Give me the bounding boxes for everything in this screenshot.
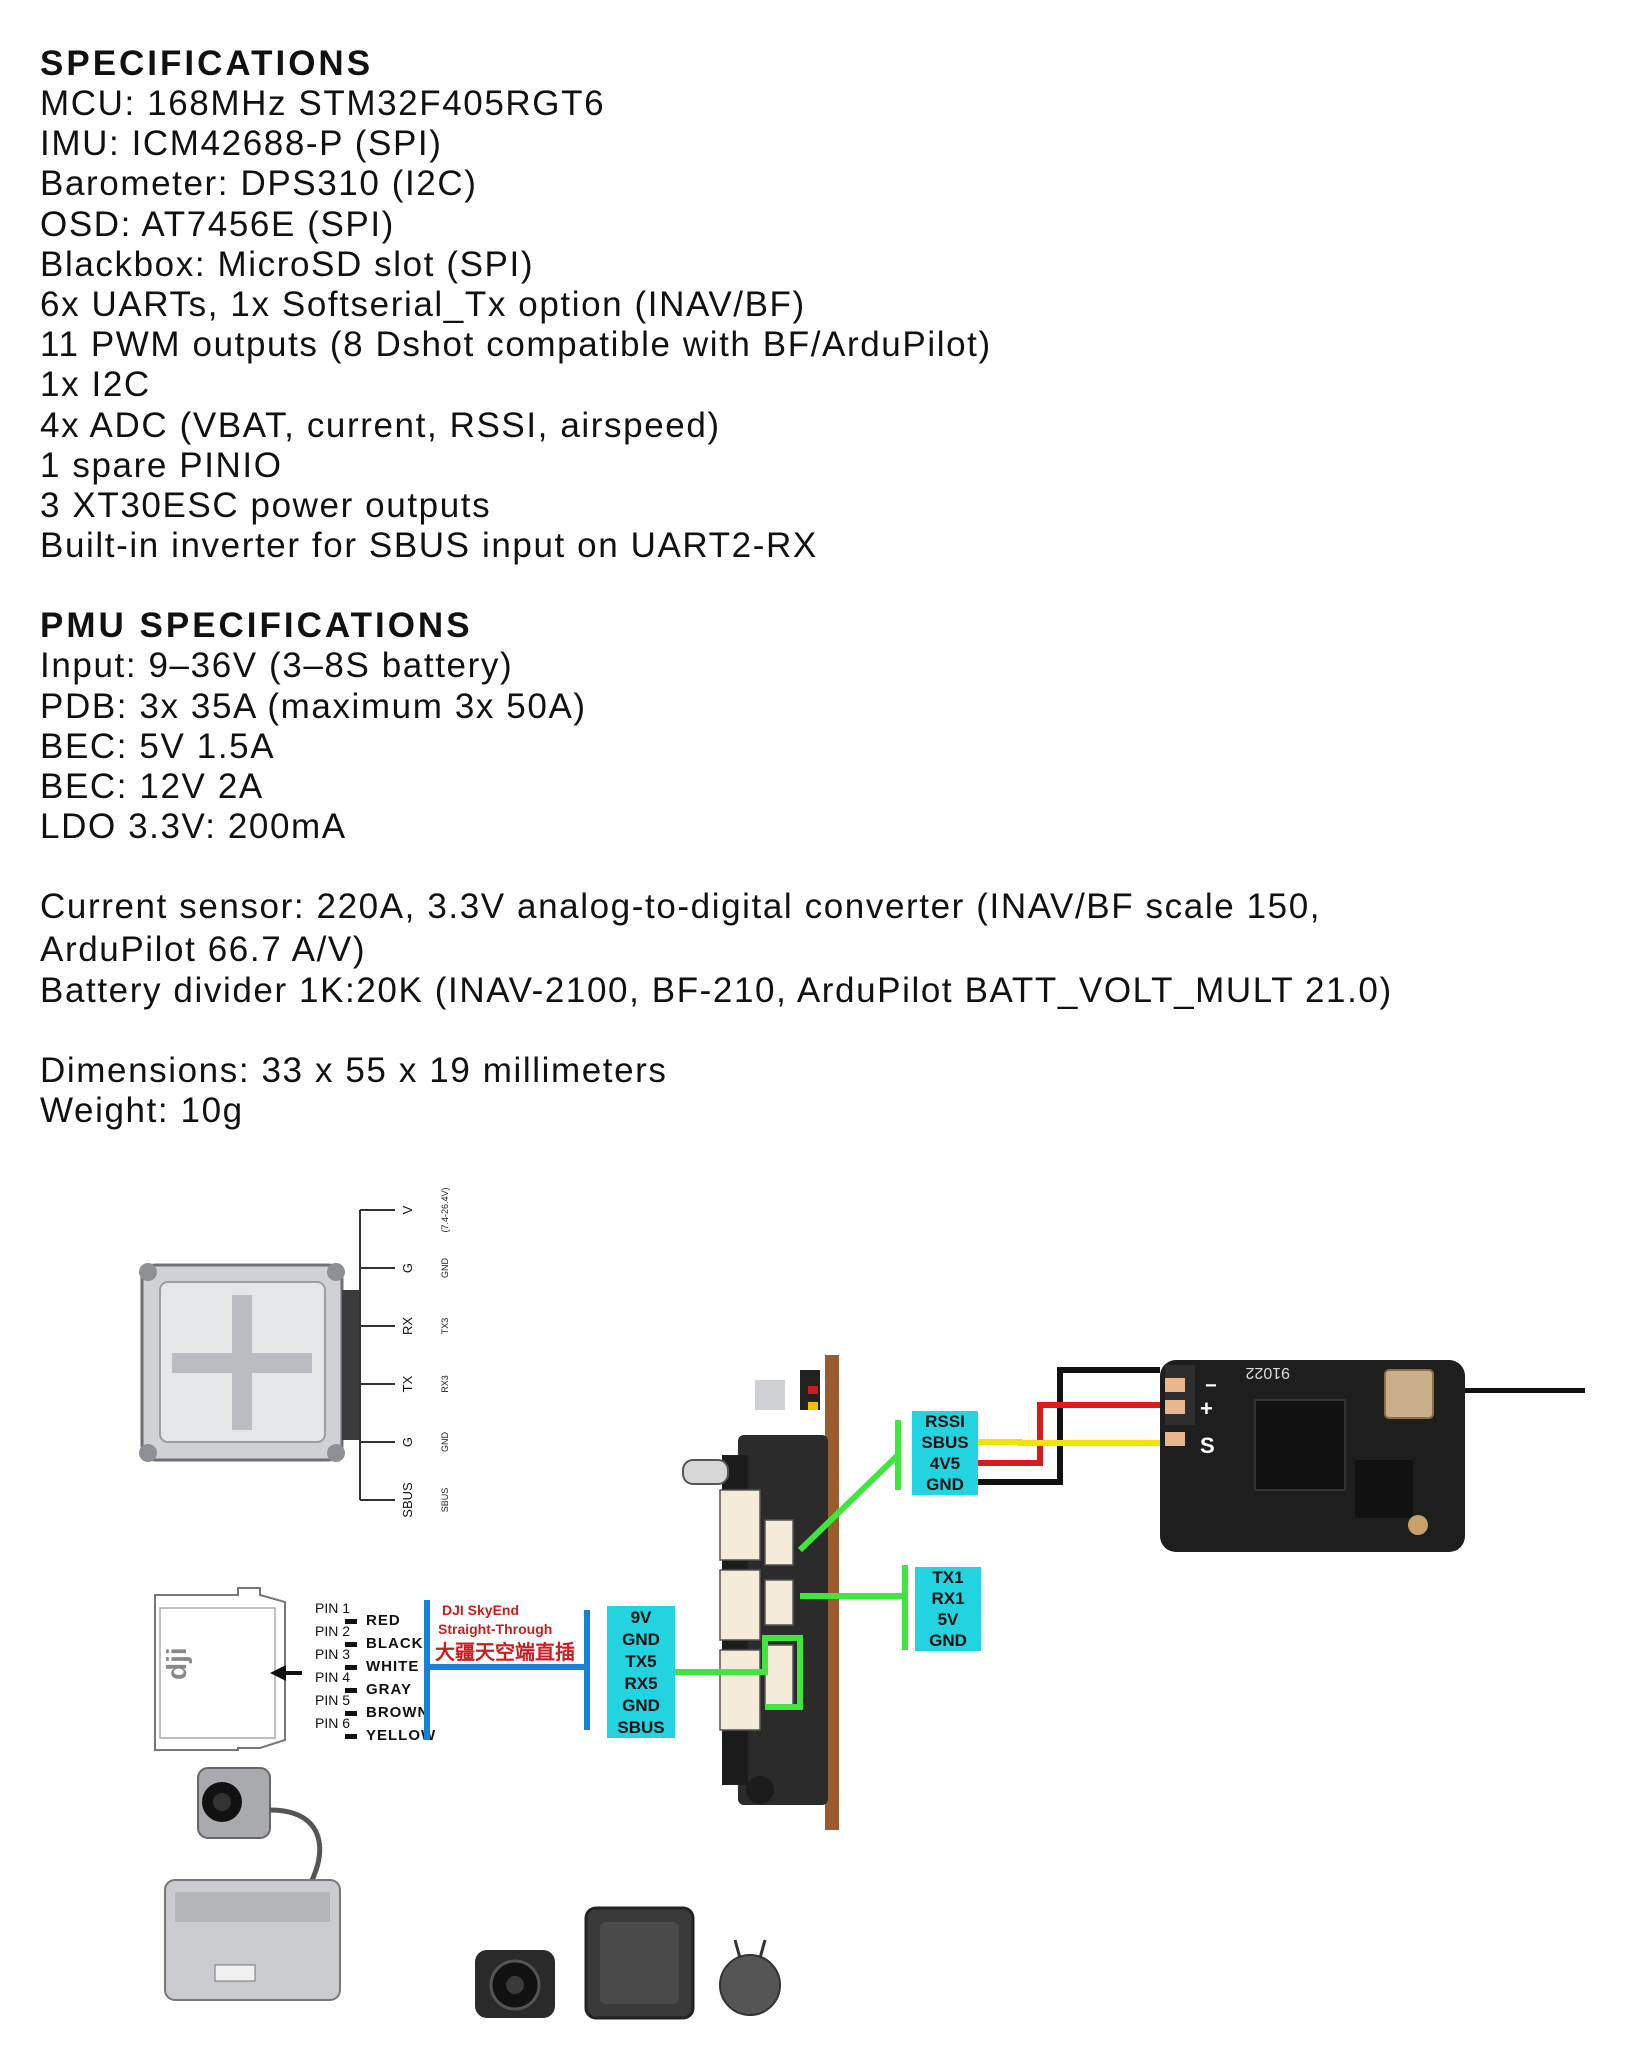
dji-pin-color: YELLOW: [366, 1727, 436, 1744]
specifications-heading: SPECIFICATIONS: [40, 44, 374, 83]
receiver-pad: GND: [926, 1475, 964, 1494]
pmu-line: LDO 3.3V: 200mA: [40, 807, 347, 847]
uart5-pad: GND: [622, 1696, 660, 1715]
vtx-module-image: [139, 1263, 360, 1462]
vtx-pin-label: V: [400, 1205, 415, 1214]
vtx-pin-bracket: [359, 1209, 395, 1501]
uart1-pad: RX1: [931, 1589, 964, 1608]
svg-text:dji: dji: [161, 1647, 192, 1680]
dji-chinese-label: 大疆天空端直插: [435, 1640, 575, 1664]
antenna-image: [719, 1939, 781, 2016]
dji-blue-wiring: [424, 1600, 590, 1740]
dji-pin-number: PIN 5: [315, 1692, 350, 1708]
dji-air-unit-image: dji: [154, 1587, 302, 1751]
receiver-board-image: 91022: [1160, 1360, 1585, 1552]
vtx-pin-sublabel: (7.4-26.4V): [440, 1187, 450, 1232]
uart1-pad-block: TX1 RX1 5V GND: [915, 1567, 981, 1651]
uart5-pad: SBUS: [617, 1718, 664, 1737]
pmu-line: BEC: 12V 2A: [40, 767, 264, 807]
uart1-pad: 5V: [938, 1610, 959, 1629]
battery-divider-line: Battery divider 1K:20K (INAV-2100, BF-21…: [40, 970, 1393, 1010]
vtx-pin-sublabel: RX3: [440, 1375, 450, 1393]
dji-pin-number: PIN 4: [315, 1669, 350, 1685]
spec-line: 1x I2C: [40, 365, 151, 405]
vtx-pin-sublabel: TX3: [440, 1318, 450, 1335]
spec-line: OSD: AT7456E (SPI): [40, 204, 395, 244]
receiver-marking: 91022: [1245, 1364, 1290, 1381]
dji-pin-number: PIN 1: [315, 1600, 350, 1616]
receiver-pin-minus: −: [1205, 1375, 1217, 1397]
vtx-pin-label: G: [400, 1437, 415, 1447]
uart1-pad: TX1: [932, 1568, 963, 1587]
camera-with-cable-image: [164, 1767, 341, 2001]
pmu-specifications-heading: PMU SPECIFICATIONS: [40, 606, 473, 646]
current-sensor-line-2: ArduPilot 66.7 A/V): [40, 930, 367, 970]
spec-line: 1 spare PINIO: [40, 445, 283, 485]
dimensions-line: Dimensions: 33 x 55 x 19 millimeters: [40, 1050, 668, 1090]
current-sensor-line: Current sensor: 220A, 3.3V analog-to-dig…: [40, 887, 1322, 927]
flight-controller-image: [682, 1355, 839, 1830]
dji-pin-color: WHITE: [366, 1658, 419, 1675]
vtx-pin-sublabel: SBUS: [440, 1488, 450, 1513]
vtx-pin-label: RX: [400, 1317, 415, 1335]
uart5-pad: RX5: [624, 1674, 657, 1693]
dji-pin-number: PIN 6: [315, 1715, 350, 1731]
mini-camera-image: [475, 1950, 555, 2018]
spec-line: 11 PWM outputs (8 Dshot compatible with …: [40, 325, 992, 365]
dji-pin-color: RED: [366, 1612, 401, 1629]
vtx-pin-sublabel: GND: [440, 1258, 450, 1279]
vtx-pin-label: G: [400, 1263, 415, 1273]
receiver-pad: 4V5: [930, 1454, 960, 1473]
spec-line: Blackbox: MicroSD slot (SPI): [40, 244, 535, 284]
pmu-line: BEC: 5V 1.5A: [40, 726, 276, 766]
vtx-pin-label: TX: [400, 1375, 415, 1392]
spec-sheet: SPECIFICATIONS MCU: 168MHz STM32F405RGT6…: [40, 44, 1580, 1131]
uart5-pad: TX5: [625, 1652, 656, 1671]
receiver-pin-plus: +: [1200, 1396, 1213, 1421]
receiver-pin-signal: S: [1200, 1433, 1215, 1458]
uart5-pad: GND: [622, 1630, 660, 1649]
spec-line: MCU: 168MHz STM32F405RGT6: [40, 84, 606, 123]
dji-skyend-label: DJI SkyEnd: [442, 1602, 519, 1618]
pmu-line: Input: 9–36V (3–8S battery): [40, 646, 514, 686]
vtx-pin-labels: V (7.4-26.4V) G GND RX TX3 TX RX3 G GND …: [400, 1187, 450, 1517]
receiver-pad-block: RSSI SBUS 4V5 GND: [912, 1411, 978, 1495]
spec-line: 4x ADC (VBAT, current, RSSI, airspeed): [40, 405, 721, 445]
dji-pin-number: PIN 2: [315, 1623, 350, 1639]
pmu-line: PDB: 3x 35A (maximum 3x 50A): [40, 686, 587, 726]
receiver-pad: SBUS: [921, 1433, 968, 1452]
dji-pin-list: PIN 1 RED PIN 2 BLACK PIN 3 WHITE PIN 4 …: [315, 1600, 436, 1744]
spec-line: IMU: ICM42688-P (SPI): [40, 124, 443, 164]
dji-pin-color: BROWN: [366, 1704, 429, 1721]
uart1-pad: GND: [929, 1631, 967, 1650]
green-wiring: [675, 1420, 908, 1710]
uart5-pad-block: 9V GND TX5 RX5 GND SBUS: [607, 1606, 675, 1738]
vtx-pin-label: SBUS: [400, 1482, 415, 1518]
wiring-diagram: V (7.4-26.4V) G GND RX TX3 TX RX3 G GND …: [0, 1170, 1629, 2048]
uart5-pad: 9V: [631, 1608, 652, 1627]
spec-line: 6x UARTs, 1x Softserial_Tx option (INAV/…: [40, 285, 806, 325]
receiver-pad: RSSI: [925, 1412, 965, 1431]
weight-line: Weight: 10g: [40, 1091, 244, 1131]
vtx-unit-image: [584, 1906, 695, 2020]
vtx-pin-sublabel: GND: [440, 1432, 450, 1453]
receiver-wires: [978, 1367, 1160, 1485]
spec-line: Barometer: DPS310 (I2C): [40, 164, 478, 204]
spec-line: 3 XT30ESC power outputs: [40, 486, 492, 526]
dji-pin-number: PIN 3: [315, 1646, 350, 1662]
spec-line: Built-in inverter for SBUS input on UART…: [40, 526, 818, 566]
dji-pin-color: BLACK: [366, 1635, 424, 1652]
dji-straight-through-label: Straight-Through: [438, 1621, 552, 1637]
dji-pin-color: GRAY: [366, 1681, 412, 1698]
